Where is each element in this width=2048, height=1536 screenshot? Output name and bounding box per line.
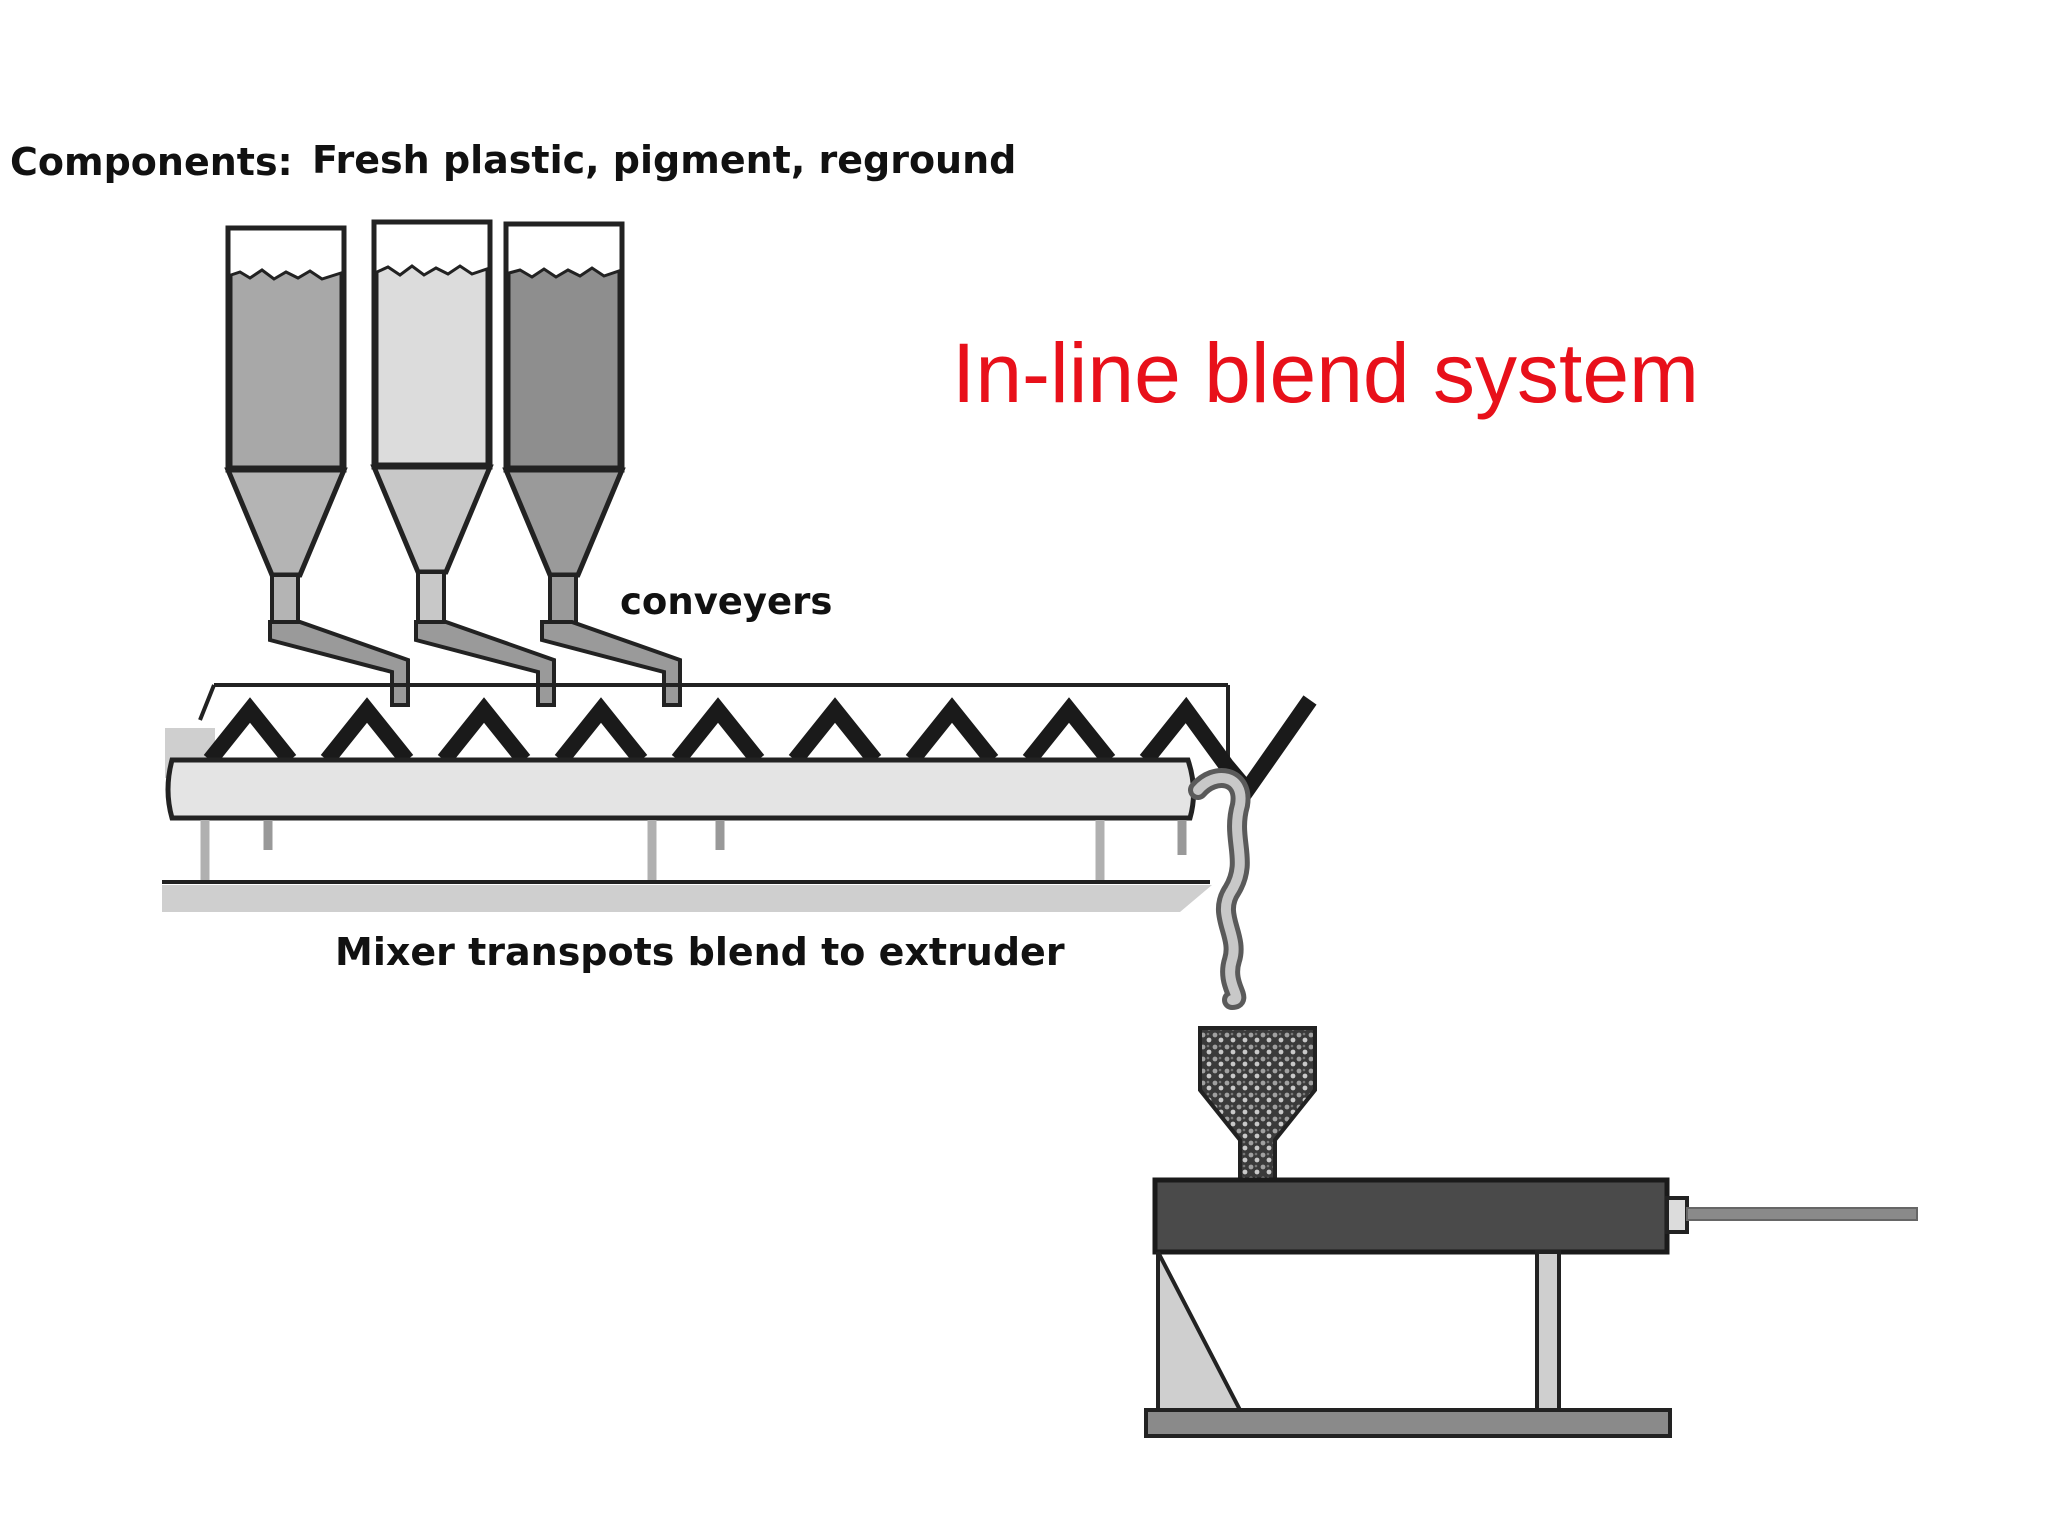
mixer-trough (162, 757, 1212, 912)
conveyers-label: conveyers (620, 580, 833, 623)
screw-mixer (165, 683, 1317, 804)
components-label: Components: (10, 140, 293, 184)
hopper-pigment (370, 219, 494, 626)
conveyer-chutes (268, 620, 682, 707)
extruder (1144, 1177, 1918, 1438)
mixer-caption: Mixer transpots blend to extruder (335, 930, 1065, 974)
hopper-reground (502, 221, 626, 627)
blend-stream (1188, 768, 1251, 1010)
components-value: Fresh plastic, pigment, reground (312, 138, 1017, 182)
extruder-feed-hopper (1198, 1026, 1317, 1182)
hopper-fresh-plastic (224, 225, 348, 627)
diagram-title: In-line blend system (952, 326, 1700, 420)
